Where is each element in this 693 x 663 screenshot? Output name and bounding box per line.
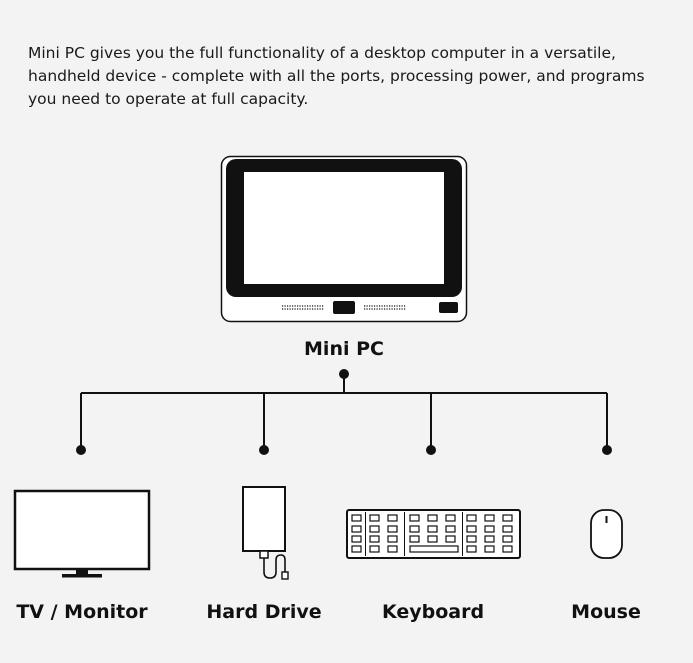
hard-drive-icon (242, 486, 289, 580)
keyboard-node-dot (426, 445, 436, 455)
keyboard-label: Keyboard (381, 601, 485, 623)
connector-lines (80, 374, 608, 450)
keyboard-icon (346, 509, 521, 559)
mouse-label: Mouse (571, 601, 641, 623)
hard-drive-node-dot (259, 445, 269, 455)
intro-text: Mini PC gives you the full functionality… (28, 44, 645, 108)
monitor-icon (13, 489, 151, 578)
mouse-icon (590, 509, 623, 559)
mouse-node-dot (602, 445, 612, 455)
monitor-node-dot (76, 445, 86, 455)
hard-drive-label: Hard Drive (206, 601, 322, 623)
monitor-label: TV / Monitor (16, 601, 148, 623)
mini-pc-label: Mini PC (304, 338, 384, 360)
mini-pc-icon (220, 155, 468, 323)
root-node-dot (339, 369, 349, 379)
